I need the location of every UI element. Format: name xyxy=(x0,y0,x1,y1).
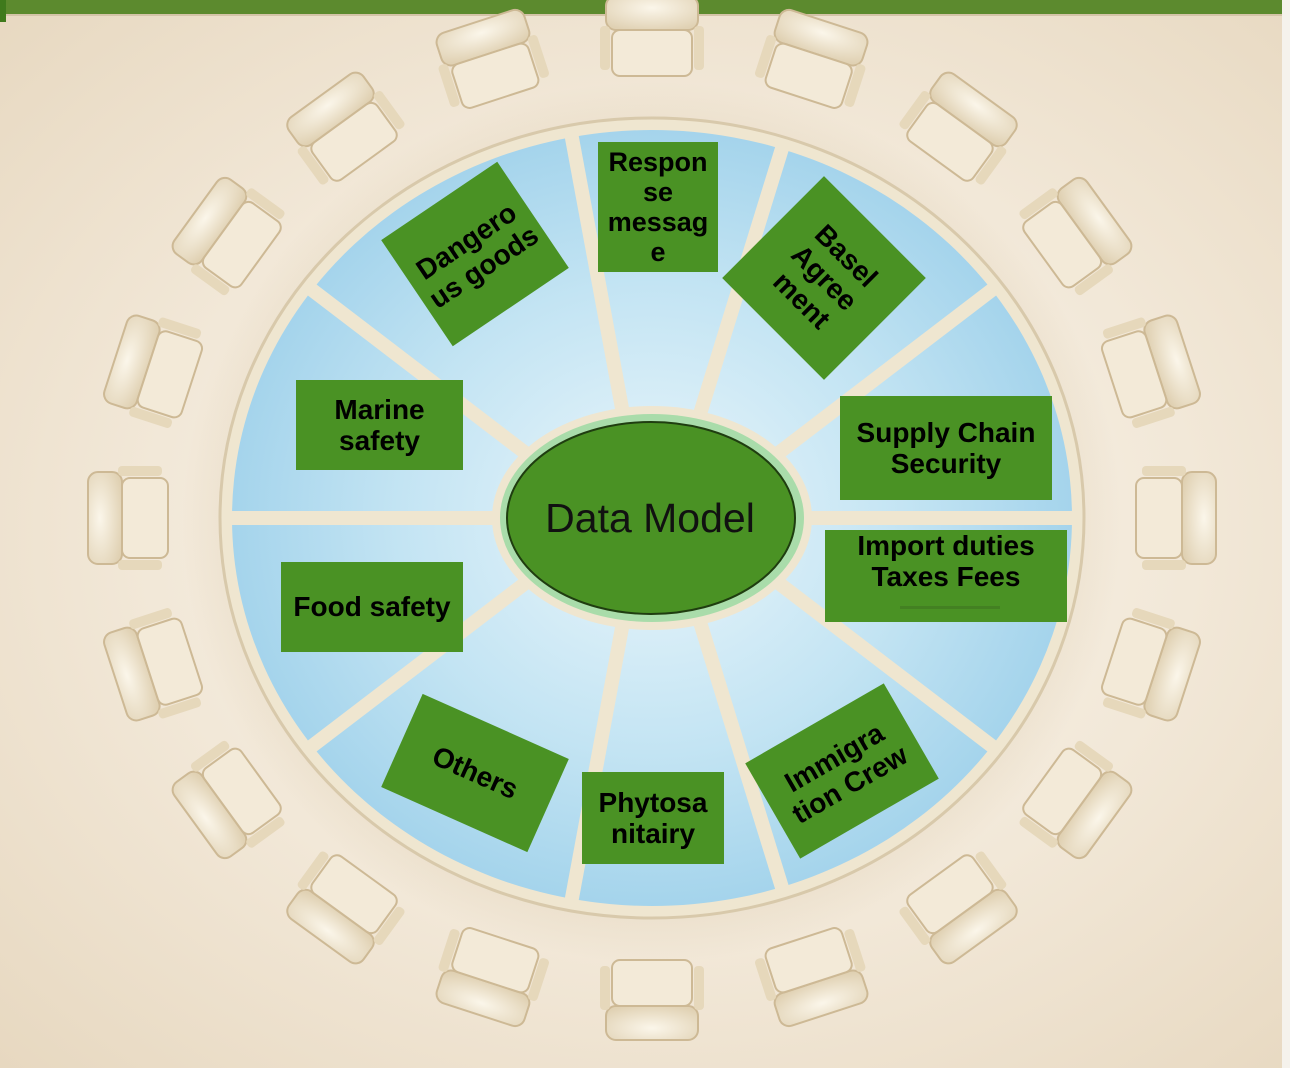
segment-marine-safety: Marine safety xyxy=(296,380,463,470)
chair xyxy=(171,176,285,296)
left-accent-mark xyxy=(0,0,6,22)
chair xyxy=(1100,608,1201,722)
chair xyxy=(103,314,204,428)
chair xyxy=(286,71,405,185)
segment-food-safety: Food safety xyxy=(281,562,463,652)
chair xyxy=(103,608,204,722)
chair xyxy=(899,851,1018,965)
chair xyxy=(1135,466,1217,570)
chairs-ring xyxy=(87,0,1217,1041)
segment-divider xyxy=(564,618,631,905)
segment-divider xyxy=(304,573,535,754)
chair xyxy=(87,466,169,570)
chair xyxy=(435,8,549,109)
segment-phytosanitairy: Phytosa nitairy xyxy=(582,772,724,864)
right-page-edge xyxy=(1282,0,1290,1068)
chair xyxy=(171,740,285,860)
chair xyxy=(1019,176,1133,296)
segment-divider xyxy=(691,614,790,893)
chair xyxy=(1100,314,1201,428)
chair xyxy=(899,71,1018,185)
chair xyxy=(755,8,869,109)
chair xyxy=(600,0,704,77)
segment-supply-chain-security: Supply Chain Security xyxy=(840,396,1052,500)
chair xyxy=(286,851,405,965)
segment-divider xyxy=(304,282,535,463)
segment-divider xyxy=(769,282,1000,463)
segment-divider xyxy=(769,573,1000,754)
center-ellipse xyxy=(506,421,796,615)
chair xyxy=(600,959,704,1041)
chair xyxy=(1019,740,1133,860)
chair xyxy=(435,927,549,1028)
segment-divider xyxy=(564,131,631,418)
segment-import-duties: Import duties Taxes Fees xyxy=(825,530,1067,622)
segment-dividers xyxy=(228,131,1076,905)
segment-response-message: Respon se messag e xyxy=(598,142,718,272)
fees-ghost-underline xyxy=(900,606,1000,627)
